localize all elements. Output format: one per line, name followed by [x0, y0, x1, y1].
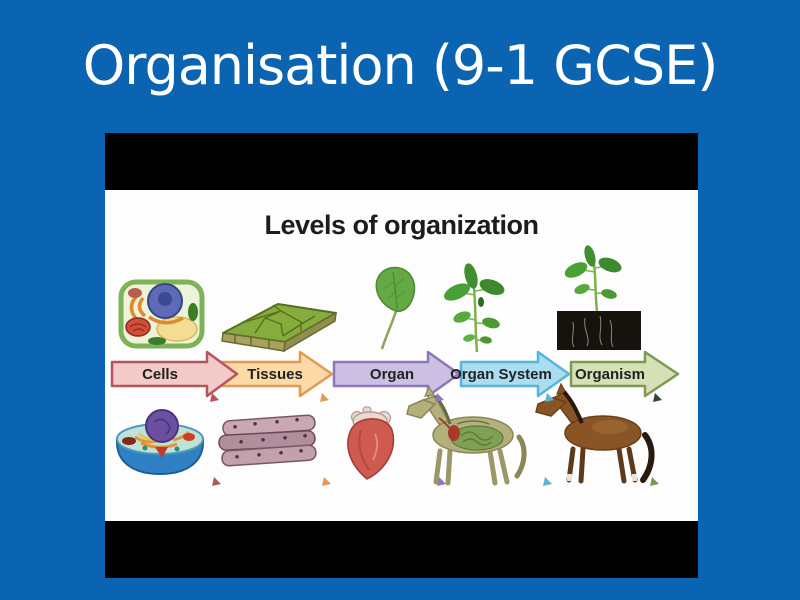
arrow-cells-label: Cells: [142, 366, 178, 383]
plant-leaf: [480, 336, 492, 344]
arrow-organ-system-shape: [459, 350, 571, 398]
organelle: [142, 445, 148, 451]
organelle: [122, 437, 136, 445]
organelle: [128, 288, 142, 298]
tissue-cell-outlines: [234, 304, 316, 348]
leaf-stem: [380, 310, 398, 350]
horse-ear: [424, 385, 436, 397]
soil-block: [557, 311, 641, 350]
muscle-layer: [221, 444, 317, 467]
horse-tail: [514, 434, 527, 479]
plant-leaf: [584, 245, 596, 267]
plant-leaf: [443, 283, 471, 301]
plant-leaf: [598, 257, 622, 273]
horse-sock: [567, 474, 572, 481]
plant-leaf: [464, 263, 478, 289]
letterbox-top: [105, 133, 698, 190]
levels-diagram: Cells Tissues Organ Organ System Organis…: [110, 245, 680, 486]
plant-branches: [462, 288, 490, 342]
horse-mane: [562, 390, 584, 424]
leaf-image: [375, 266, 416, 350]
lung-outline: [456, 420, 490, 425]
plant-leaf: [601, 289, 617, 299]
arrow-organism-shape: [569, 350, 680, 398]
nucleolus: [158, 292, 172, 306]
plant-with-soil-image: [557, 245, 641, 350]
muscle-tissue-image: [218, 414, 317, 467]
arrow-organ-shape: [332, 350, 461, 398]
plant-leaf: [453, 311, 471, 323]
organelle: [174, 446, 180, 452]
horse-legs: [566, 446, 638, 484]
nucleus-swirl: [153, 418, 171, 435]
heart-ventricles: [347, 418, 395, 480]
horse-ear: [556, 382, 567, 395]
chloroplast: [188, 303, 198, 321]
leaf-veins: [384, 278, 407, 300]
animal-cell-image: [116, 409, 204, 476]
slide-heading: Levels of organization: [264, 210, 539, 240]
pepper-fruit: [478, 297, 484, 307]
artifact-mark: [322, 477, 331, 486]
heart-image: [347, 406, 395, 480]
compression-artifacts: [210, 393, 662, 486]
pepper-plant-image: [443, 263, 505, 353]
arrow-organ-system: [459, 350, 571, 398]
arrow-organ-label: Organ: [370, 366, 414, 383]
arrow-organ-system-label: Organ System: [450, 366, 552, 383]
tissue-side-face: [283, 311, 337, 353]
horse-highlight: [592, 420, 628, 434]
plant-leaf: [463, 334, 475, 342]
horse-legs: [433, 448, 510, 486]
horse-head: [535, 397, 568, 417]
arrow-tissues: [207, 350, 334, 398]
chloroplast: [148, 337, 166, 345]
artifact-mark: [320, 393, 329, 402]
plant-leaf: [479, 279, 505, 295]
artifact-mark: [653, 393, 662, 402]
organelle: [155, 447, 168, 458]
arrow-organism-label: Organism: [575, 366, 645, 383]
arrow-cells: [110, 350, 239, 398]
artifact-mark: [543, 477, 552, 486]
plant-cell-image: [118, 279, 205, 349]
plant-leaf: [564, 262, 588, 278]
arrow-tissues-label: Tissues: [247, 366, 303, 383]
arrow-tissues-shape: [207, 350, 334, 398]
artifact-mark: [437, 477, 446, 486]
artifact-mark: [545, 393, 554, 402]
arrow-organism: [569, 350, 680, 398]
arrow-organ: [332, 350, 461, 398]
artifact-mark: [212, 477, 221, 486]
arrow-cells-shape: [110, 350, 239, 398]
horse-head: [406, 399, 437, 419]
plant-leaf: [482, 317, 500, 329]
artifact-mark: [210, 393, 219, 402]
slide-image-panel: Levels of organization: [105, 133, 698, 578]
heart-groove: [358, 429, 370, 471]
mitochondrion-folds: [129, 323, 147, 332]
horse-image: [535, 382, 655, 484]
levels-of-organization-slide: Levels of organization: [105, 190, 698, 521]
plant-stem: [592, 263, 599, 312]
plant-tissue-image: [221, 303, 337, 353]
intestine-coils: [460, 431, 494, 446]
horse-heart-organ: [448, 425, 460, 441]
plant-leaf: [574, 283, 590, 295]
organelle: [183, 433, 195, 441]
nucleus: [145, 409, 179, 443]
leaf-midrib: [392, 271, 398, 310]
horse-tail: [640, 432, 655, 483]
horse-anatomy-image: [406, 385, 527, 486]
mitochondrion: [125, 317, 151, 337]
letterbox-bottom: [105, 521, 698, 578]
artifact-mark: [650, 477, 659, 486]
roots: [571, 315, 614, 348]
artifact-mark: [435, 393, 444, 402]
page-title: Organisation (9-1 GCSE): [82, 34, 719, 97]
horse-sock: [632, 474, 637, 481]
heart-highlight: [372, 433, 379, 461]
